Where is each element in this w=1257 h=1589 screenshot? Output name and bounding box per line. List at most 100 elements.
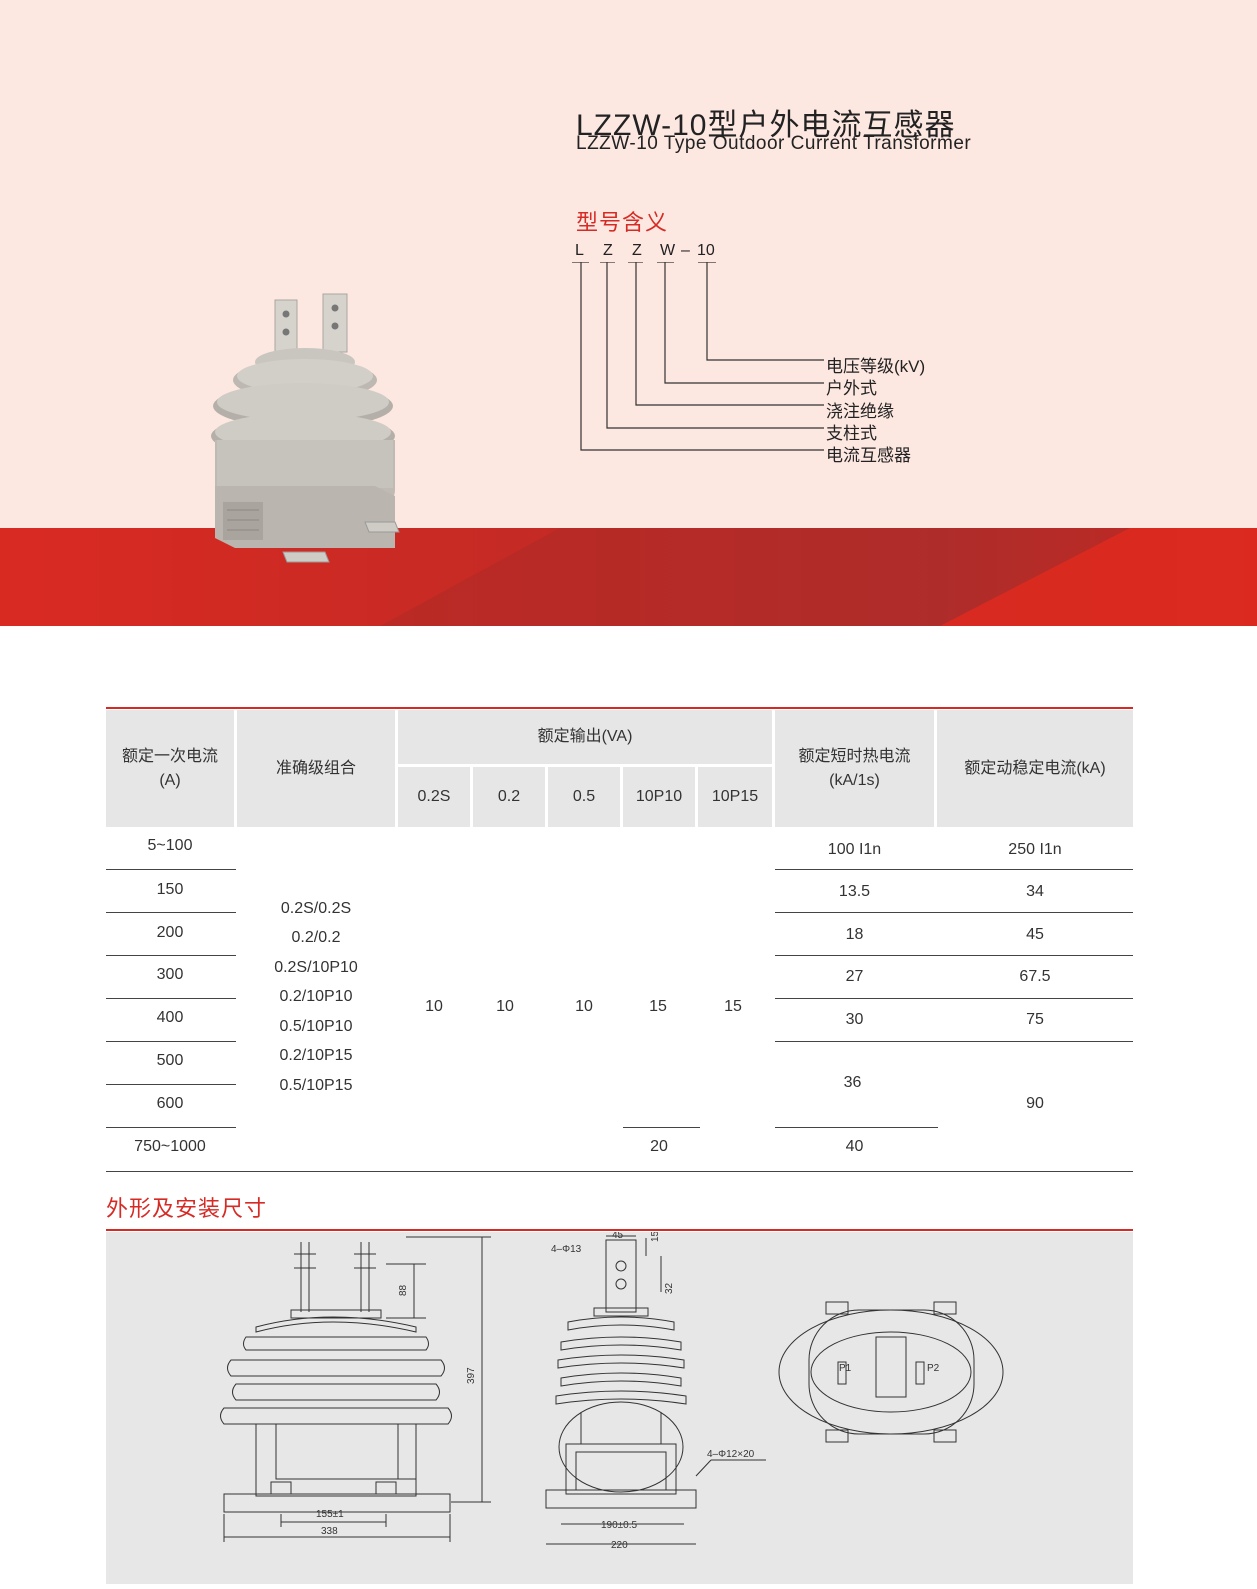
accuracy-combo-item: 0.5/10P10 [279,1018,353,1035]
dim-45-label: 45 [612,1232,624,1241]
header-output-0.5: 0.5 [548,767,620,827]
output-0.5-value: 10 [575,998,593,1015]
primary-current-cell: 400 [156,1009,184,1026]
header-short-time-thermal-line1: 额定短时热电流 [798,747,911,765]
code-letter-z2: Z [632,242,642,259]
header-short-time-thermal-line2: (kA/1s) [829,771,880,789]
row-divider [106,869,236,870]
output-10p10-last-value: 20 [650,1138,668,1155]
code-letter-w: W [660,242,676,259]
spec-table: 额定一次电流 (A) 准确级组合 额定输出(VA) 0.2S 0.2 0.5 1… [106,707,1133,1173]
thermal-current-cell: 30 [845,1011,864,1028]
primary-current-cell: 600 [156,1095,184,1112]
header-output-10p10: 10P10 [623,767,695,827]
transformer-product-image [211,293,400,563]
header-output-0.2: 0.2 [473,767,545,827]
dynamic-current-cell: 67.5 [1019,968,1051,985]
dim-88-label: 88 [398,1284,409,1296]
output-0.2-value: 10 [496,998,514,1015]
terminal-p1-label: P1 [839,1363,852,1374]
dim-338-label: 338 [321,1526,338,1537]
dimensions-rule [106,1229,1133,1231]
table-top-rule [106,707,1133,709]
dim-220-label: 220 [611,1540,628,1551]
red-band [0,528,1257,626]
thermal-current-cell: 18 [845,926,864,943]
output-10p10-value: 15 [649,998,667,1015]
row-divider [106,955,236,956]
header-accuracy-combo: 准确级组合 [237,710,395,827]
thermal-current-cell: 27 [845,968,864,985]
row-divider [775,912,1133,913]
row-divider [106,1041,236,1042]
dim-4-phi13-label: 4–Φ13 [551,1244,582,1255]
dimensions-heading: 外形及安装尺寸 [106,1196,268,1221]
primary-current-cell: 200 [156,924,184,941]
dynamic-current-cell: 75 [1026,1011,1044,1028]
legend-post-type: 支柱式 [826,424,877,443]
legend-cast-insulation: 浇注绝缘 [826,402,894,421]
hero-section: LZZW-10型户外电流互感器 LZZW-10 Type Outdoor Cur… [0,0,1257,626]
accuracy-combo-item: 0.2/0.2 [291,929,341,946]
header-output-10p15: 10P15 [698,767,772,827]
accuracy-combo-item: 0.2/10P10 [279,988,353,1005]
thermal-current-cell: 40 [845,1138,864,1155]
header-rated-primary-current-line2: (A) [159,771,181,789]
output-0.2s-value: 10 [425,998,443,1015]
primary-current-cell: 500 [156,1052,184,1069]
row-divider [775,955,1133,956]
model-meaning-heading: 型号含义 [576,210,669,235]
primary-current-cell: 5~100 [147,837,193,854]
dimension-drawings: 88 397 155±1 338 4–Φ13 45 15 32 4–Φ12×20… [106,1230,1133,1584]
thermal-current-cell: 36 [843,1074,862,1091]
dynamic-current-cell: 90 [1026,1095,1044,1112]
primary-current-cell: 150 [156,881,184,898]
dim-397-label: 397 [466,1367,477,1384]
dim-15-label: 15 [650,1232,661,1242]
row-divider [775,998,1133,999]
accuracy-combo-item: 0.2S/0.2S [280,900,352,917]
code-letter-z1: Z [603,242,613,259]
header-output-0.2s: 0.2S [398,767,470,827]
header-rated-output: 额定输出(VA) [398,710,772,764]
table-bottom-rule [106,1171,1133,1172]
thermal-current-cell: 13.5 [838,883,871,900]
terminal-p2-label: P2 [927,1363,940,1374]
thermal-current-cell: 100 I1n [827,841,882,858]
row-divider [106,912,236,913]
row-divider [775,1127,938,1128]
header-rated-primary-current: 额定一次电流 (A) [106,710,234,827]
accuracy-combo-item: 0.5/10P15 [279,1077,353,1094]
code-letter-dash: – [681,242,690,259]
primary-current-cell: 300 [156,966,184,983]
legend-current-transformer: 电流互感器 [826,446,911,465]
technical-drawings-svg: 88 397 155±1 338 4–Φ13 45 15 32 4–Φ12×20… [220,1230,1004,1551]
code-letter-l: L [575,242,584,259]
row-divider [775,1041,1133,1042]
accuracy-combo-item: 0.2/10P15 [279,1047,353,1064]
code-letter-10: 10 [697,242,715,259]
row-divider [106,1127,236,1128]
dim-32-label: 32 [664,1282,675,1294]
dim-4-phi12x20-label: 4–Φ12×20 [707,1449,755,1460]
dim-155-label: 155±1 [316,1509,344,1520]
dynamic-current-cell: 34 [1026,883,1044,900]
product-title-cn: LZZW-10型户外电流互感器 [576,109,956,142]
legend-outdoor: 户外式 [826,379,877,398]
primary-current-cell: 750~1000 [134,1138,206,1155]
dynamic-current-cell: 45 [1026,926,1044,943]
header-dynamic-current: 额定动稳定电流(kA) [937,710,1133,827]
product-title-en: LZZW-10 Type Outdoor Current Transformer [576,133,972,154]
accuracy-combo-item: 0.2S/10P10 [274,959,358,976]
dynamic-current-cell: 250 I1n [1008,841,1062,858]
legend-voltage-class: 电压等级(kV) [826,357,926,376]
header-rated-primary-current-line1: 额定一次电流 [121,747,218,765]
model-code-leader-lines [572,262,824,451]
row-divider [106,998,236,999]
dim-190-label: 190±0.5 [601,1520,638,1531]
row-divider [775,869,1133,870]
row-divider [106,1084,236,1085]
row-divider [623,1127,700,1128]
header-short-time-thermal: 额定短时热电流 (kA/1s) [775,710,934,827]
output-10p15-value: 15 [724,998,742,1015]
